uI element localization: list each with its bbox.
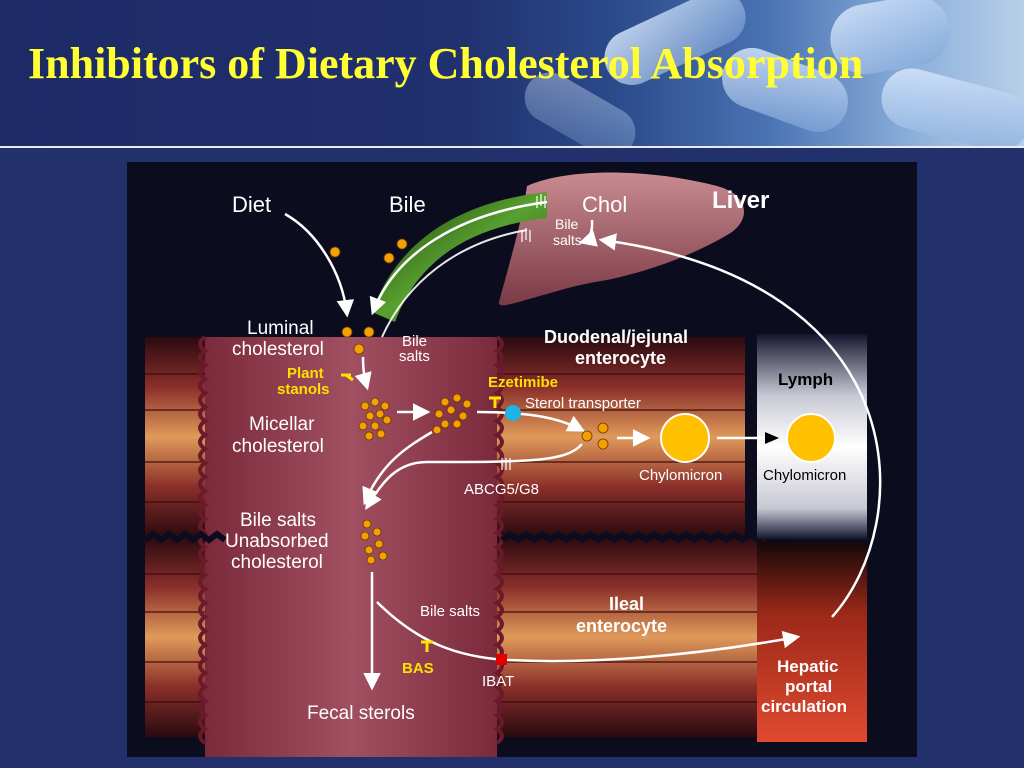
- abcg-label: ABCG5/G8: [464, 481, 539, 498]
- ileal-label: Ileal: [609, 594, 644, 614]
- luminal-label: Luminal: [247, 318, 314, 339]
- lymph-arrow-head: [765, 432, 779, 444]
- micellar-label: cholesterol: [232, 436, 324, 457]
- sterol-transporter-label: Sterol transporter: [525, 395, 641, 412]
- sterol-transporter-marker: [505, 405, 521, 421]
- unabsorbed-label: cholesterol: [231, 552, 323, 573]
- bas-inhibitor: [421, 640, 433, 652]
- uptake-arrow: [476, 410, 586, 432]
- lymph-label: Lymph: [778, 370, 833, 389]
- unabsorbed-label: Unabsorbed: [225, 531, 329, 552]
- bile-salts-arrow: [354, 356, 372, 391]
- duodenal-label: enterocyte: [575, 348, 666, 368]
- chol-label: Chol: [582, 192, 627, 217]
- ileal-label: enterocyte: [576, 616, 667, 636]
- plant-stanols-label: Plant: [287, 365, 324, 382]
- hepatic-portal-label: Hepatic: [777, 657, 838, 676]
- plant-stanols-inhibitor: [341, 373, 354, 382]
- bas-label: BAS: [402, 660, 434, 677]
- page-title: Inhibitors of Dietary Cholesterol Absorp…: [28, 39, 864, 88]
- chol-to-bile-salts-arrow: [578, 219, 598, 247]
- ezetimibe-label: Ezetimibe: [488, 374, 558, 391]
- ileal-bile-salts-label: Bile salts: [420, 603, 480, 620]
- hepatic-portal-label: circulation: [761, 697, 847, 716]
- chylomicron-lymph-label: Chylomicron: [763, 467, 846, 484]
- efflux-arrow: [365, 443, 583, 511]
- chylomicron-label: Chylomicron: [639, 467, 722, 484]
- ezetimibe-inhibitor: [489, 396, 501, 408]
- ibat-marker: [496, 654, 507, 665]
- ibat-label: IBAT: [482, 673, 514, 690]
- bile-salts-mid-label: salts: [399, 348, 430, 365]
- cholesterol-dots: [329, 238, 609, 565]
- liver-label: Liver: [712, 187, 769, 214]
- bile-return-arrow: [381, 229, 528, 338]
- bile-arrow: [369, 200, 548, 316]
- liver-shape: [498, 172, 744, 306]
- diet-arrow: [284, 212, 355, 318]
- bile-salts-mid-label: Bile: [402, 333, 427, 350]
- villi-left: [198, 335, 209, 745]
- return-to-lumen-arrow: [362, 430, 433, 506]
- duodenal-label: Duodenal/jejunal: [544, 327, 688, 347]
- plant-stanols-label: stanols: [277, 381, 330, 398]
- unabsorbed-label: Bile salts: [240, 510, 316, 531]
- segment-divider: [143, 530, 792, 544]
- bile-label: Bile: [389, 192, 426, 217]
- bile-salts-liver-label: Bile: [555, 216, 579, 232]
- diagram-panel: Liver Chol Bile Diet Bile salts Bile sal…: [127, 162, 917, 757]
- chylomicron-lymph: [786, 413, 836, 463]
- absorption-diagram: Liver Chol Bile Diet Bile salts Bile sal…: [143, 172, 882, 757]
- micellar-label: Micellar: [249, 414, 315, 435]
- portal-return-arrow: [598, 233, 882, 618]
- diet-label: Diet: [232, 192, 271, 217]
- fecal-sterols-label: Fecal sterols: [307, 703, 415, 724]
- chylomicron-enterocyte: [660, 413, 710, 463]
- header-divider: [0, 146, 1024, 148]
- bile-duct: [372, 192, 547, 322]
- slide-header: Inhibitors of Dietary Cholesterol Absorp…: [0, 0, 1024, 146]
- bile-salts-liver-label: salts: [553, 232, 582, 248]
- luminal-label: cholesterol: [232, 339, 324, 360]
- hepatic-portal-label: portal: [785, 677, 832, 696]
- ileal-reabsorption-arrow: [376, 601, 801, 663]
- pill-image: [874, 61, 1024, 146]
